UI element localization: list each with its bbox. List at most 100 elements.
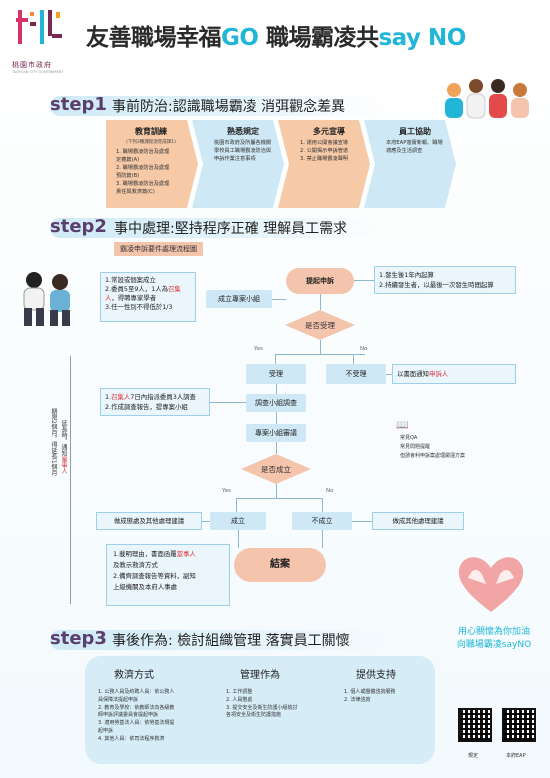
note-highlight: 召集人 xyxy=(111,393,131,401)
label-yes: Yes xyxy=(254,346,263,352)
label-no: No xyxy=(360,346,368,352)
connector xyxy=(320,294,321,310)
qr-code-eap-icon[interactable] xyxy=(502,708,536,742)
logo-text: 桃園市政府 xyxy=(12,61,52,69)
list-item: 各項安全及衛生防護措施 xyxy=(226,712,282,719)
result-right: 做成其他處理建議 xyxy=(372,512,464,530)
connector xyxy=(353,354,354,364)
investigate-notes: 1.召集人7日內指派委員3人調查 2.作成調查報告，提專案小組 xyxy=(100,388,210,416)
title-go: GO xyxy=(221,25,259,51)
list-item: 3. 適用勞基法人員：依勞基法規提 xyxy=(98,720,175,727)
card-eap-text: 本府EAP落實新報、職場適應及生活調查 xyxy=(386,140,443,154)
node-accept: 受理 xyxy=(246,364,306,384)
note-line: 2.持續發生者，以最後一次發生時間起算 xyxy=(379,281,494,289)
title-part2: 職場霸凌共 xyxy=(258,25,379,51)
note-text: ，得聘專家學者 xyxy=(111,294,157,302)
connector xyxy=(275,354,276,364)
list-item: 2. 法律諮詢 xyxy=(344,696,371,703)
card-promotion-title: 多元宣導 xyxy=(313,127,345,136)
column-title: 管理作為 xyxy=(240,670,280,681)
column-title: 提供支持 xyxy=(356,670,396,681)
card-regulations-text: 桃園市政府及所屬各機關學校員工職場霸凌防治與申訴作業注意事項 xyxy=(214,140,272,162)
complaint-notes: 1.發生後1年內起算 2.持續發生者，以最後一次發生時間起算 xyxy=(374,266,516,294)
list-item: 1. 運用公開會議宣導 xyxy=(300,140,349,146)
list-item: 預防篇(B) xyxy=(116,173,140,179)
list-item: 責任與救濟篇(C) xyxy=(116,189,155,195)
decision-established: 是否成立 xyxy=(241,454,311,484)
care-line: 向職場霸凌sayNO xyxy=(456,640,532,650)
card-promotion: 多元宣導 1. 運用公開會議宣導 2. 公開揭示申訴管道 3. 禁止職場霸凌聲明 xyxy=(278,120,370,208)
note-line: 2.備齊調查報告等資料，副知 xyxy=(113,572,196,580)
note-highlight: 申訴人 xyxy=(428,370,449,378)
list-item: 3. 提交安全及衛生防護小組檢討 xyxy=(226,704,298,711)
group-people-illustration-icon xyxy=(445,79,529,119)
step3-label: step3 xyxy=(50,628,107,649)
list-item: 2. 職場霸凌防治及處理 xyxy=(116,165,170,171)
card-regulations-title: 熟悉規定 xyxy=(227,127,259,136)
connector xyxy=(322,498,323,512)
title-say: say NO xyxy=(378,25,466,51)
step1-strip xyxy=(50,96,380,116)
timeline-highlight: 當事人 xyxy=(60,456,67,474)
qr-code-regulations-icon[interactable] xyxy=(458,708,492,742)
note-text: 1.載明理由，書面函覆 xyxy=(113,550,177,558)
result-left: 做成懲處及其他處理建議 xyxy=(96,512,202,530)
list-item: 員保障法提起申訴 xyxy=(98,696,139,703)
node-conclude: 結案 xyxy=(234,548,326,582)
connector xyxy=(210,402,246,403)
connector xyxy=(386,374,392,375)
note-highlight: 當事人 xyxy=(176,550,196,558)
list-item: 師申訴評議委員會提起申訴 xyxy=(98,712,159,719)
column-title: 救濟方式 xyxy=(114,670,154,681)
step1-title: 事前防治:認識職場霸凌 消弭觀念差異 xyxy=(112,99,346,115)
note-line: 1.常設或個案成立 xyxy=(105,276,156,284)
care-line: 用心關懷為你加油 xyxy=(457,627,530,637)
note-text: 7日內指派委員3人調查 xyxy=(130,393,196,401)
care-message: 用心關懷為你加油 向職場霸凌sayNO xyxy=(444,626,544,652)
column-management: 管理作為 1. 工作調整 2. 人員懲處 3. 提交安全及衛生防護小組檢討 各項… xyxy=(226,666,336,720)
note-line: 1.載明理由，書面函覆當事人 xyxy=(113,549,223,560)
note-line: 上級機關及本府人事處 xyxy=(113,583,177,591)
flow-label: 霸凌申訴要件處理流程圖 xyxy=(114,242,203,256)
list-item: 1. 工作調整 xyxy=(226,689,253,695)
connector xyxy=(236,498,322,499)
logo-subtext: TAOYUAN CITY GOVERNMENT xyxy=(12,70,64,74)
node-reject: 不受理 xyxy=(326,364,386,384)
connector xyxy=(238,530,239,548)
title-part1: 友善職場幸福 xyxy=(86,25,222,51)
connector xyxy=(202,521,210,522)
note-line: 3.任一性別不得低於1/3 xyxy=(105,303,173,311)
timeline-note: 延長時，通知 xyxy=(60,420,67,456)
heart-hands-icon xyxy=(458,557,524,612)
connector xyxy=(354,280,374,281)
node-review: 專案小組審議 xyxy=(246,424,306,442)
card-education-title: 教育訓練 xyxy=(135,127,167,136)
note-text: 2.委員5至9人，1人為 xyxy=(105,285,169,293)
card-education-sub: (下列3種課程須完成擇1) xyxy=(126,140,176,145)
node-complaint: 提起申訴 xyxy=(286,268,354,294)
connector xyxy=(352,521,372,522)
connector xyxy=(322,530,323,548)
list-item: 2. 人員懲處 xyxy=(226,696,253,703)
node-investigate: 調查小組調查 xyxy=(246,394,306,412)
list-item: 1. 公務人員及約聘人員：依公務人 xyxy=(98,689,175,695)
timeline-text: 期限2個月，得延長1個月 xyxy=(48,408,58,476)
node-established: 成立 xyxy=(210,512,266,530)
bullied-people-illustration-icon xyxy=(23,272,70,326)
side-note: 但請會利申訴案處理嚴謹方案 xyxy=(400,453,466,459)
connector xyxy=(276,384,277,394)
list-item: 3. 職場霸凌防治及處理 xyxy=(116,181,170,187)
list-item: 2. 教育及學校：依教師法向各級教 xyxy=(98,704,175,711)
header xyxy=(0,0,550,90)
note-line: 2.作成調查報告，提專案小組 xyxy=(105,403,188,411)
step2-title: 事中處理:堅持程序正確 理解員工需求 xyxy=(114,221,348,237)
committee-notes: 1.常設或個案成立 2.委員5至9人，1人為召集人，得聘專家學者 3.任一性別不… xyxy=(100,272,196,322)
connector xyxy=(276,484,277,498)
decision-accept: 是否受理 xyxy=(285,310,355,340)
card-regulations: 熟悉規定 桃園市政府及所屬各機關學校員工職場霸凌防治與申訴作業注意事項 xyxy=(192,120,284,208)
step3-title: 事後作為: 檢討組織管理 落實員工關懷 xyxy=(112,633,350,649)
list-item: 4. 其他人員：依司法程序救濟 xyxy=(98,735,165,742)
column-support: 提供支持 1. 個人或團體諮詢服務 2. 法律諮詢 xyxy=(344,666,430,705)
note-line: 2.委員5至9人，1人為召集人，得聘專家學者 xyxy=(105,285,191,303)
list-item: 起申訴 xyxy=(98,727,114,734)
